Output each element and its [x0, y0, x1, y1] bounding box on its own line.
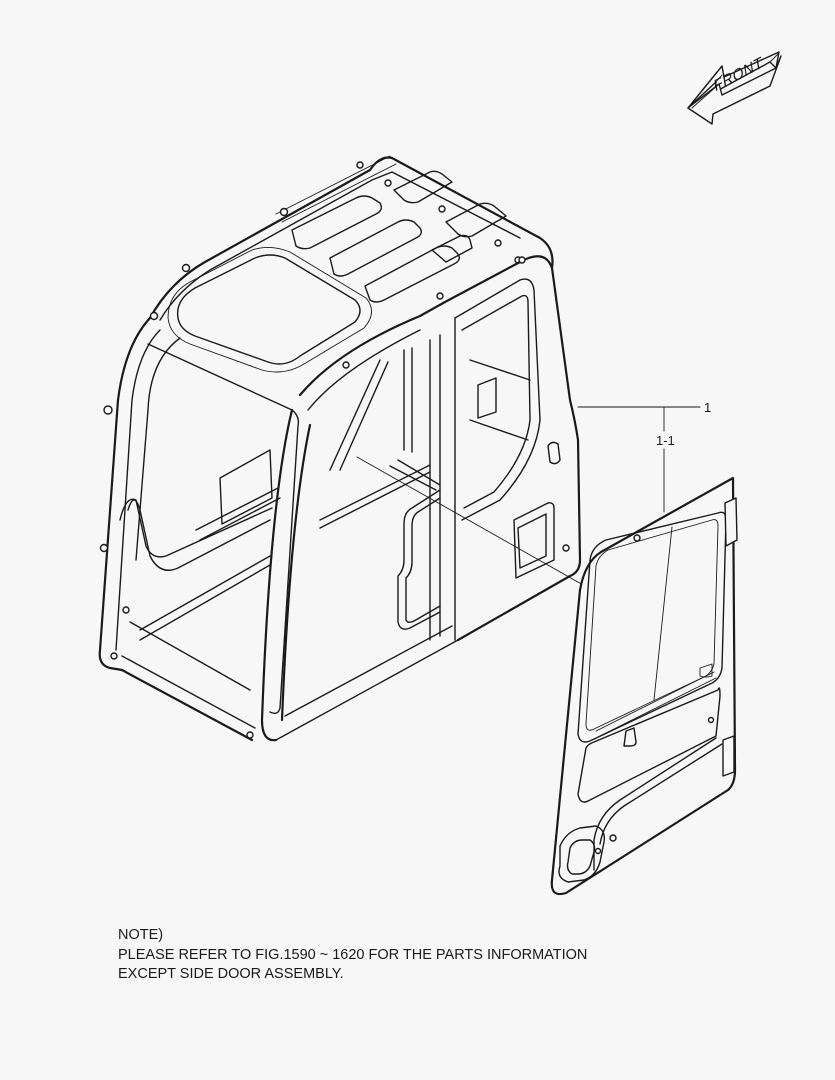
cab-rear-side: [443, 255, 582, 642]
leader-lines: [356, 406, 701, 591]
note-line-2: EXCEPT SIDE DOOR ASSEMBLY.: [118, 966, 344, 982]
note-heading: NOTE): [118, 927, 164, 943]
front-arrow-icon: [687, 51, 782, 125]
cab-front-frame: [98, 316, 300, 742]
note-line-1: PLEASE REFER TO FIG.1590 ~ 1620 FOR THE …: [118, 946, 588, 963]
cab-roof: [148, 155, 554, 373]
cab-door-opening: [139, 300, 459, 742]
side-door-assembly: [550, 476, 738, 896]
callout-1-cab: 1: [703, 400, 713, 415]
note-block: NOTE) PLEASE REFER TO FIG.1590 ~ 1620 FO…: [118, 926, 587, 985]
callout-1-1-side-door: 1-1: [655, 433, 676, 448]
